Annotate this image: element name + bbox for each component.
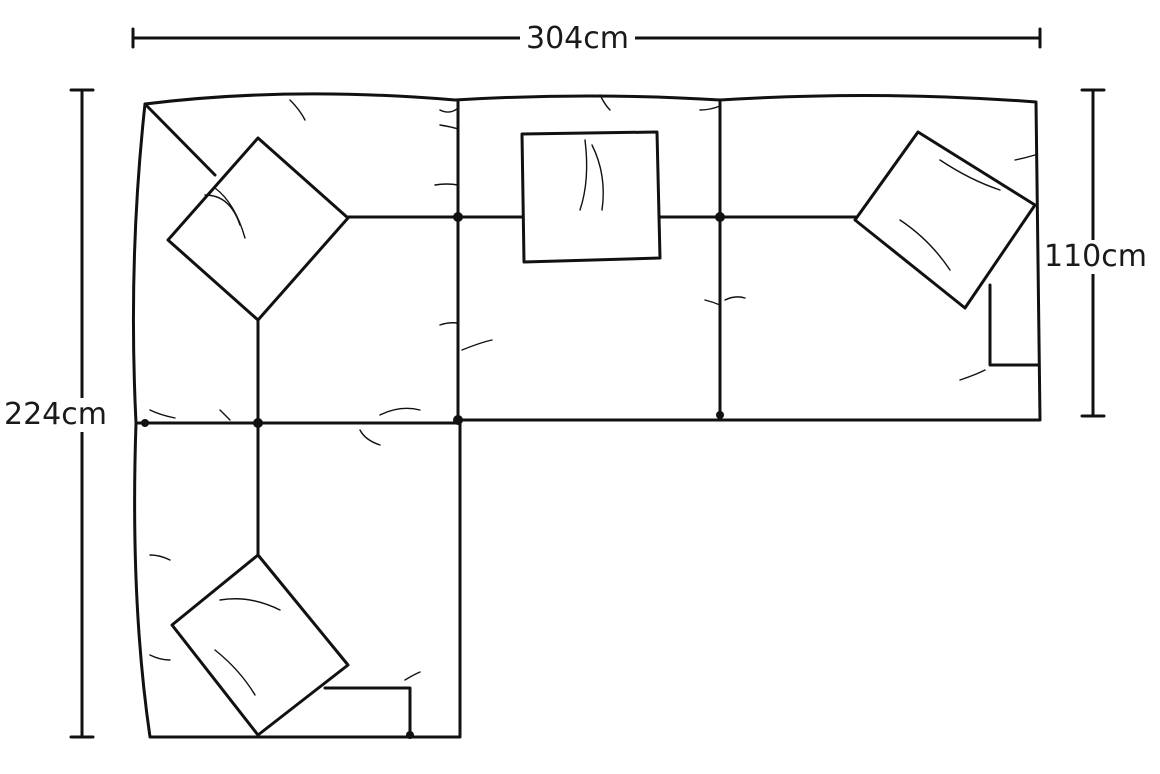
pillow-icon: [166, 136, 350, 322]
pillow-icon: [853, 130, 1037, 310]
depth-label: 110cm: [1042, 239, 1149, 274]
pillow-icon: [520, 130, 662, 264]
length-label: 224cm: [2, 397, 109, 432]
width-label: 304cm: [520, 22, 635, 56]
pillow-icon: [170, 553, 350, 737]
